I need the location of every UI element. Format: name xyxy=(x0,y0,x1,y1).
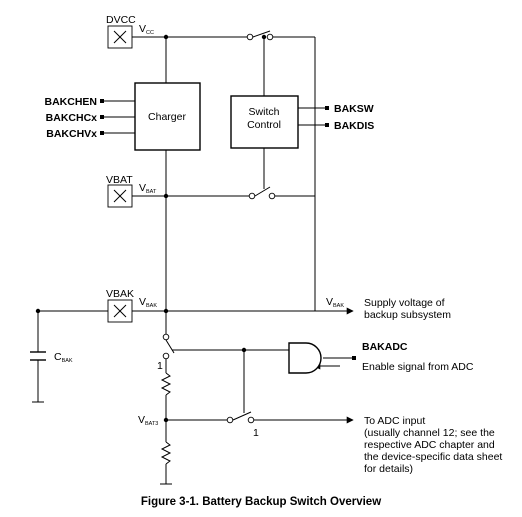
enable-adc-description: Enable signal from ADC xyxy=(362,361,474,373)
vbak-pin-label: VBAK xyxy=(106,288,134,300)
adc-description-line2: (usually channel 12; see the xyxy=(364,427,495,439)
dvcc-pin-label: DVCC xyxy=(106,14,136,26)
cbak-label: CBAK xyxy=(54,351,73,364)
adc-description-line1: To ADC input xyxy=(364,415,425,427)
adc-description-line5: for details) xyxy=(364,463,413,475)
supply-description-line2: backup subsystem xyxy=(364,309,451,321)
switch-mux xyxy=(162,333,170,360)
bakdis-label: BAKDIS xyxy=(334,120,374,132)
baksw-label: BAKSW xyxy=(334,103,374,115)
switch-vcc xyxy=(246,30,274,41)
charger-inputs xyxy=(100,99,135,135)
resistor-lower xyxy=(160,441,172,465)
switch-control-outputs xyxy=(298,106,329,127)
vbak-right-net-label: VBAK xyxy=(326,296,344,309)
vbat-net-label: VBAT xyxy=(139,182,157,195)
wires xyxy=(32,36,354,485)
resistor-upper xyxy=(160,372,172,396)
vbat-pin-label: VBAT xyxy=(106,174,133,186)
junction-dots xyxy=(35,34,267,423)
vbak-pin xyxy=(107,299,133,323)
bakchvx-label: BAKCHVx xyxy=(46,128,97,140)
bakadc-pin xyxy=(352,356,356,360)
bakadc-label: BAKADC xyxy=(362,341,408,353)
bakchen-label: BAKCHEN xyxy=(45,96,98,108)
dvcc-pin xyxy=(107,25,133,49)
capacitor-cbak xyxy=(30,351,46,361)
supply-description-line1: Supply voltage of xyxy=(364,297,445,309)
vbak-net-label: VBAK xyxy=(139,296,157,309)
switch-vbat xyxy=(248,186,276,200)
switch-control-label-line1: Switch xyxy=(249,106,280,118)
adc-description-line3: respective ADC chapter and xyxy=(364,439,495,451)
adc-description-line4: the device-specific data sheet xyxy=(364,451,502,463)
charger-label: Charger xyxy=(148,111,186,123)
vcc-net-label: VCC xyxy=(139,23,154,36)
switch-adc xyxy=(226,411,255,424)
and-gate xyxy=(288,342,322,374)
mux-position-label: 1 xyxy=(157,360,163,372)
adc-switch-position-label: 1 xyxy=(253,427,259,439)
switch-control-block xyxy=(230,95,299,149)
bakchcx-label: BAKCHCx xyxy=(46,112,97,124)
figure-caption: Figure 3-1. Battery Backup Switch Overvi… xyxy=(141,496,381,508)
switch-control-label-line2: Control xyxy=(247,119,281,131)
vbat-pin xyxy=(107,184,133,208)
vbat3-net-label: VBAT3 xyxy=(138,414,158,427)
